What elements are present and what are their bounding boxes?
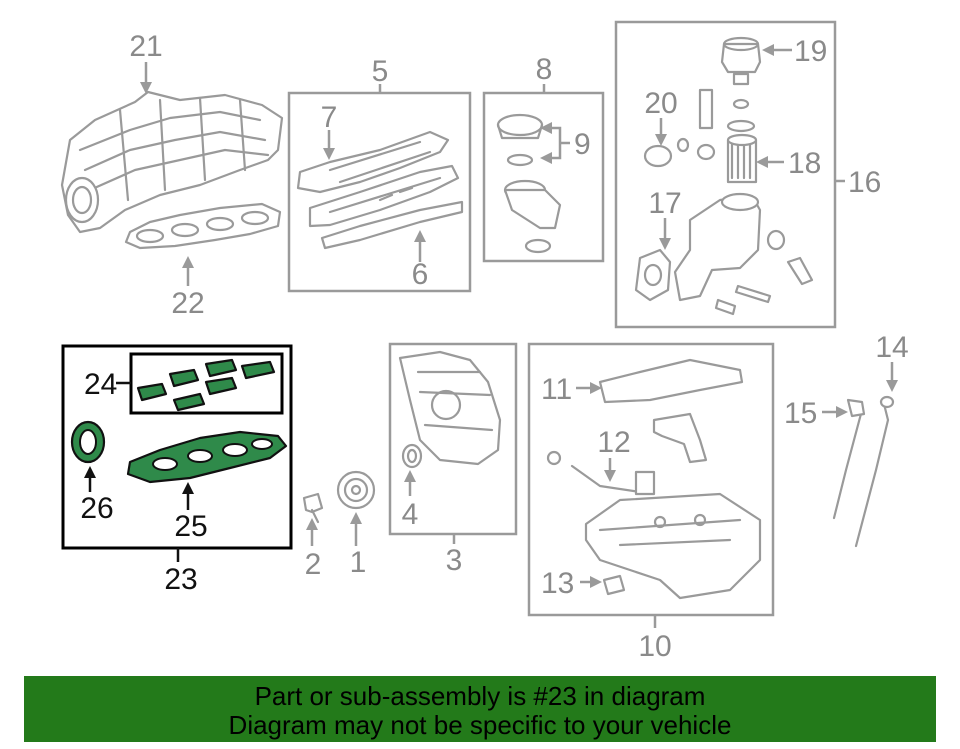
front-cover-parts-3-4 bbox=[398, 350, 502, 469]
callout-4[interactable]: 4 bbox=[402, 498, 419, 531]
group-box-16 bbox=[614, 20, 837, 329]
gasket-kit-part-24[interactable] bbox=[136, 358, 276, 412]
callout-18[interactable]: 18 bbox=[788, 147, 821, 180]
callout-labels: 21 22 5 7 6 8 9 19 20 18 16 17 24 26 25 … bbox=[80, 30, 908, 663]
oil-fill-parts-8-9 bbox=[496, 113, 562, 254]
callout-2[interactable]: 2 bbox=[305, 548, 322, 581]
parts-diagram: 21 22 5 7 6 8 9 19 20 18 16 17 24 26 25 … bbox=[60, 20, 909, 663]
leader-lines-highlighted bbox=[84, 381, 194, 562]
oil-pan-parts-10-13 bbox=[546, 358, 762, 600]
intake-gasket-part-25[interactable] bbox=[126, 430, 288, 484]
callout-17[interactable]: 17 bbox=[648, 187, 681, 220]
callout-9[interactable]: 9 bbox=[574, 128, 591, 161]
valve-cover-parts-5-6-7 bbox=[296, 130, 464, 250]
callout-15[interactable]: 15 bbox=[784, 397, 817, 430]
intake-gasket-part-22 bbox=[124, 202, 282, 250]
callout-23[interactable]: 23 bbox=[164, 563, 197, 596]
callout-8[interactable]: 8 bbox=[536, 53, 553, 86]
callout-13[interactable]: 13 bbox=[541, 567, 574, 600]
notice-banner: Part or sub-assembly is #23 in diagram D… bbox=[24, 676, 936, 742]
callout-6[interactable]: 6 bbox=[412, 258, 429, 291]
callout-22[interactable]: 22 bbox=[171, 287, 204, 320]
callout-16[interactable]: 16 bbox=[848, 166, 881, 199]
callout-20[interactable]: 20 bbox=[644, 87, 677, 120]
callout-26[interactable]: 26 bbox=[80, 492, 113, 525]
dipstick-parts-14-15 bbox=[832, 395, 895, 548]
callout-14[interactable]: 14 bbox=[875, 331, 908, 364]
callout-7[interactable]: 7 bbox=[321, 101, 338, 134]
callout-11[interactable]: 11 bbox=[541, 373, 572, 406]
callout-24[interactable]: 24 bbox=[84, 368, 117, 401]
callout-25[interactable]: 25 bbox=[174, 510, 207, 543]
callout-19[interactable]: 19 bbox=[794, 35, 827, 68]
intake-manifold-part-21 bbox=[60, 90, 284, 234]
leader-lines bbox=[140, 44, 898, 628]
callout-21[interactable]: 21 bbox=[129, 30, 162, 63]
group-box-10 bbox=[527, 342, 775, 617]
callout-5[interactable]: 5 bbox=[372, 55, 389, 88]
callout-10[interactable]: 10 bbox=[638, 630, 671, 663]
oil-filter-housing-parts-16-20 bbox=[634, 36, 814, 316]
callout-12[interactable]: 12 bbox=[597, 426, 630, 459]
banner-line-2: Diagram may not be specific to your vehi… bbox=[228, 710, 732, 740]
callout-1[interactable]: 1 bbox=[350, 546, 367, 579]
pulley-bolt-parts-1-2 bbox=[302, 470, 376, 524]
callout-3[interactable]: 3 bbox=[446, 544, 463, 577]
seal-part-26[interactable] bbox=[70, 420, 106, 464]
banner-line-1: Part or sub-assembly is #23 in diagram bbox=[254, 681, 706, 711]
